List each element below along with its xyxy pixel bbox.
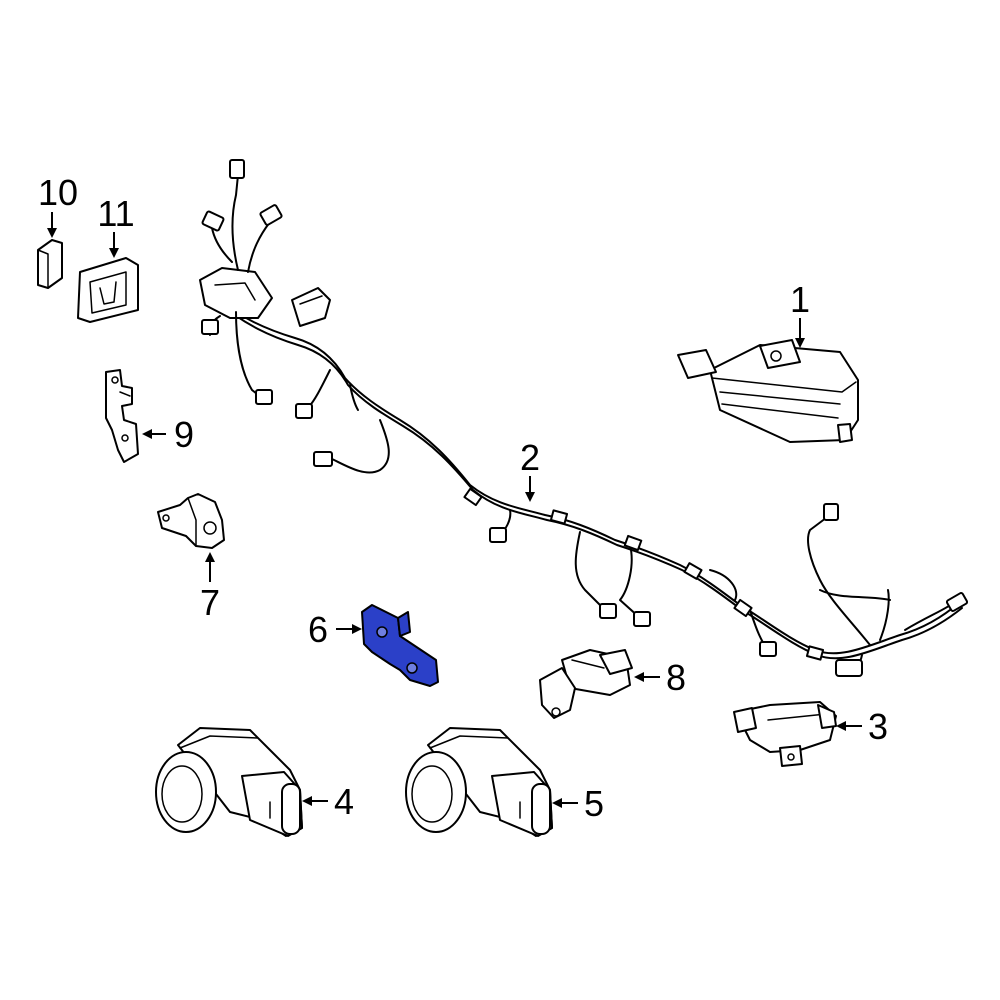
sensor-retainer-part [539, 649, 633, 719]
callout-1: 1 [790, 279, 810, 320]
callout-3: 3 [868, 706, 888, 747]
callout-7: 7 [200, 582, 220, 623]
park-sensor-4 [155, 727, 303, 837]
callout-arrows [47, 212, 862, 808]
clip-bracket-part [105, 369, 139, 463]
callout-4: 4 [334, 781, 354, 822]
park-sensor-5 [405, 727, 553, 837]
mount-bracket-part [157, 493, 225, 549]
callout-9: 9 [174, 414, 194, 455]
callout-6: 6 [308, 609, 328, 650]
callout-10: 10 [38, 172, 78, 213]
sensor-bracket-right-part [733, 701, 837, 767]
callout-8: 8 [666, 657, 686, 698]
seal-retainer-part [77, 257, 139, 323]
sensor-bracket-highlighted [361, 604, 439, 687]
callout-2: 2 [520, 437, 540, 478]
wiring-harness [199, 159, 969, 677]
module-part [677, 339, 859, 443]
callout-11: 11 [97, 193, 134, 234]
callout-5: 5 [584, 783, 604, 824]
cap-part [37, 239, 63, 289]
